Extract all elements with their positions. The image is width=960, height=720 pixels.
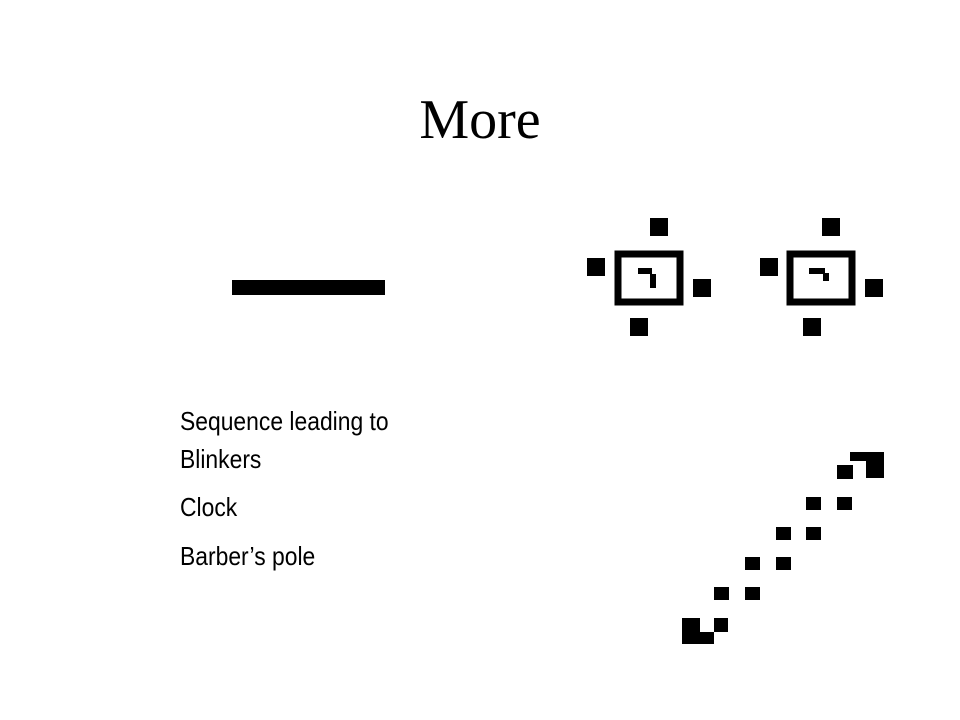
clock-phase-1 (587, 218, 711, 336)
bullet-item: Sequence leading to Blinkers (180, 406, 389, 474)
bullet-item: Clock (180, 492, 238, 523)
slide-title: More (419, 89, 541, 151)
bullet-item: Barber’s pole (180, 541, 316, 572)
clock-phase-2 (760, 218, 883, 336)
bullet-list: Sequence leading to Blinkers Clock Barbe… (180, 403, 418, 587)
pole-bottom-cap (682, 618, 728, 644)
pole-top-cap (837, 452, 884, 479)
blinker-bar (232, 280, 385, 295)
pole-cells (714, 497, 852, 600)
